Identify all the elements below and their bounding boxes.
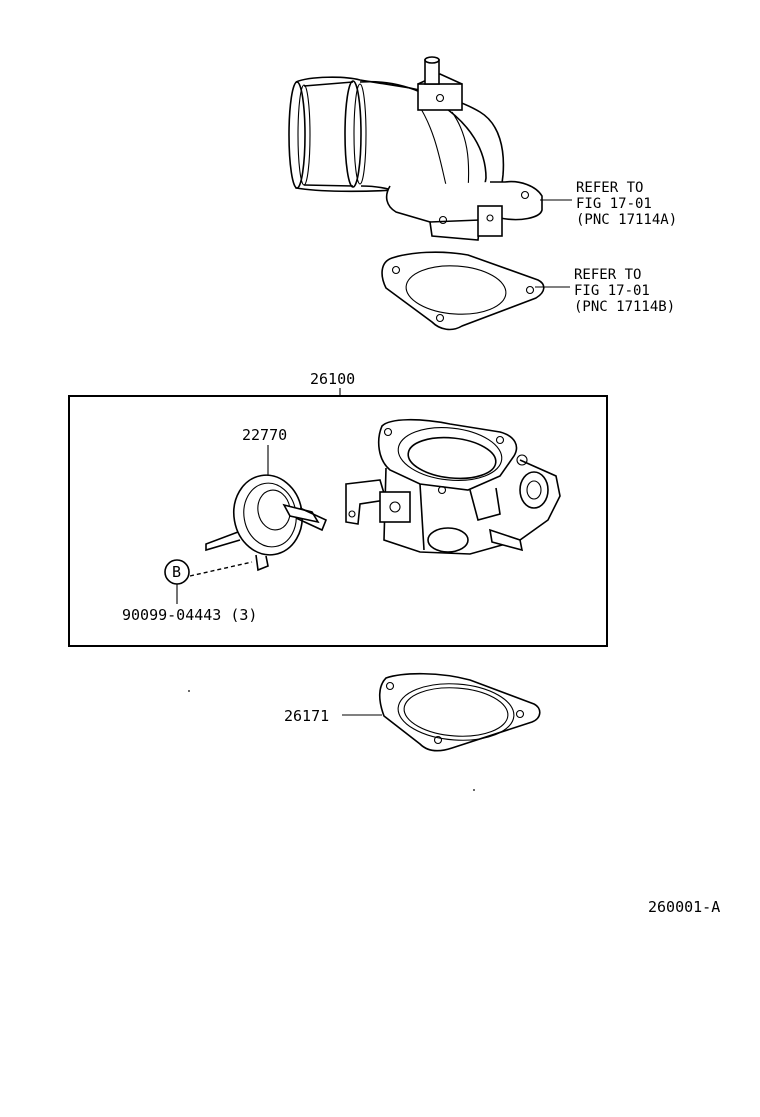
upper-gasket <box>381 251 545 331</box>
water-inlet-housing <box>288 56 543 241</box>
part-number-26171: 26171 <box>284 707 329 725</box>
screw-dashed-line <box>189 561 253 577</box>
ref-a-line1: REFER TO <box>576 180 643 196</box>
callout-b-label: B <box>172 563 181 581</box>
stray-dot-1 <box>188 690 190 692</box>
ref-a-line3: (PNC 17114A) <box>576 212 677 228</box>
throttle-dashpot <box>205 474 328 572</box>
part-number-22770: 22770 <box>242 426 287 444</box>
lower-gasket <box>378 672 541 752</box>
throttle-body <box>345 418 561 555</box>
ref-b-line1: REFER TO <box>574 267 641 283</box>
part-number-screw: 90099-04443 (3) <box>122 606 257 624</box>
stray-dot-2 <box>473 789 475 791</box>
ref-b-line2: FIG 17-01 <box>574 283 650 299</box>
ref-b-line3: (PNC 17114B) <box>574 299 675 315</box>
figure-code: 260001-A <box>648 898 720 916</box>
part-number-26100: 26100 <box>310 370 355 388</box>
reference-note-b: REFER TO FIG 17-01 (PNC 17114B) <box>574 267 675 315</box>
reference-note-a: REFER TO FIG 17-01 (PNC 17114A) <box>576 180 677 228</box>
assembly-box <box>68 395 608 647</box>
ref-a-line2: FIG 17-01 <box>576 196 652 212</box>
